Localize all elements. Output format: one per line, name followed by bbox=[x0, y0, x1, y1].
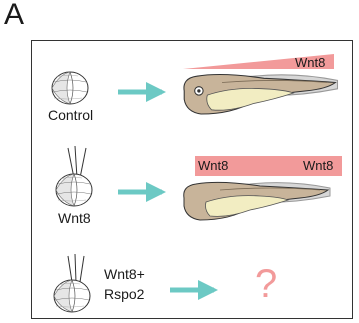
rspo2-label-line2: Rspo2 bbox=[104, 286, 144, 302]
wnt8-egg-icon bbox=[56, 174, 92, 206]
unknown-outcome-question-mark: ? bbox=[255, 262, 277, 307]
wnt8-injection-needles bbox=[68, 146, 86, 178]
wnt8-row-label: Wnt8 bbox=[58, 210, 91, 226]
control-egg-icon bbox=[52, 72, 88, 104]
rspo2-egg-icon bbox=[54, 280, 90, 312]
control-wnt8-label: Wnt8 bbox=[295, 55, 325, 70]
wnt8-bar-label-left: Wnt8 bbox=[198, 158, 228, 173]
control-label: Control bbox=[48, 107, 93, 123]
wnt8-tadpole-icon bbox=[184, 182, 330, 220]
rspo2-injection-needles bbox=[68, 254, 84, 282]
rspo2-label-line1: Wnt8+ bbox=[104, 266, 145, 282]
control-tadpole-icon bbox=[184, 75, 338, 114]
wnt8-bar-label-right: Wnt8 bbox=[303, 158, 333, 173]
